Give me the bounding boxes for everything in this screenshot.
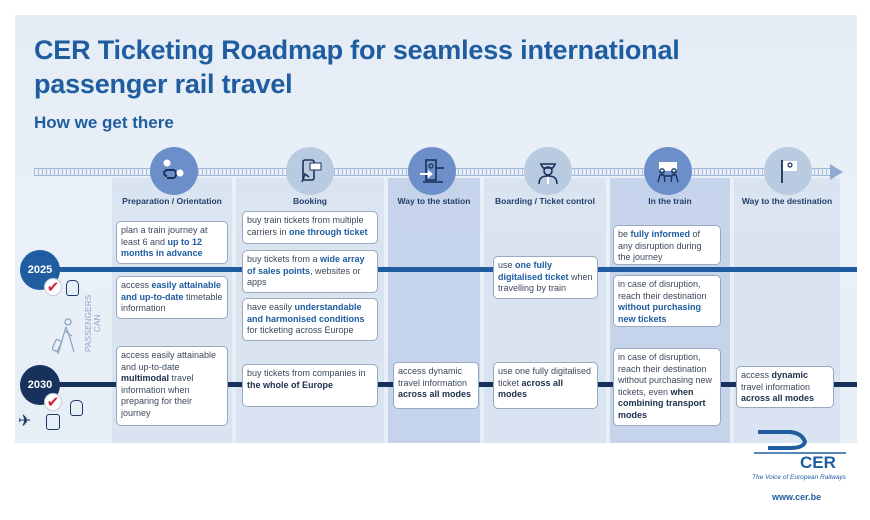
cer-website-link[interactable]: www.cer.be — [772, 492, 822, 502]
page-title: CER Ticketing Roadmap for seamless inter… — [34, 35, 680, 99]
card-whole-europe: buy tickets from companies in the whole … — [242, 364, 378, 407]
stage-label-boarding: Boarding / Ticket control — [495, 196, 595, 206]
stage-label-in-train: In the train — [648, 196, 692, 206]
card-disruption-no-purchase: in case of disruption, reach their desti… — [613, 275, 721, 327]
passengers-seated-icon — [644, 147, 692, 195]
card-sales-points: buy tickets from a wide array of sales p… — [242, 250, 378, 293]
bus-icon — [46, 414, 60, 430]
cer-tagline: The Voice of European Railways — [752, 474, 847, 481]
passengers-can-label: PASSENGERS CAN — [84, 294, 102, 352]
plane-icon: ✈ — [18, 413, 32, 430]
card-plan-journey: plan a train journey at least 6 and up t… — [116, 221, 228, 264]
can-label: CAN — [93, 314, 102, 333]
page-subtitle: How we get there — [34, 113, 174, 132]
card-multimodal-info: access easily attainable and up-to-date … — [116, 346, 228, 426]
route-pins-icon — [150, 147, 198, 195]
cer-logo-text: CER — [800, 453, 836, 472]
card-dynamic-info-station: access dynamic travel information across… — [393, 362, 479, 409]
stage-label-booking: Booking — [293, 196, 327, 206]
train-icon — [70, 400, 83, 416]
train-icon — [66, 280, 79, 296]
stage-label-preparation: Preparation / Orientation — [122, 196, 222, 206]
card-harmonised-conditions: have easily understandable and harmonise… — [242, 298, 378, 341]
timeline-2025 — [40, 267, 857, 272]
checkmark-icon: ✔ — [44, 278, 62, 296]
station-arrow-icon — [408, 147, 456, 195]
track-arrow-icon — [830, 164, 843, 180]
checkmark-icon: ✔ — [44, 393, 62, 411]
stage-label-way-to-station: Way to the station — [397, 196, 471, 206]
flag-pin-icon — [764, 147, 812, 195]
phone-ticket-icon — [286, 147, 334, 195]
stage-label-way-to-destination: Way to the destination — [741, 196, 833, 206]
card-fully-informed: be fully informed of any disruption duri… — [613, 225, 721, 265]
conductor-icon — [524, 147, 572, 195]
card-disruption-multimodal: in case of disruption, reach their desti… — [613, 348, 721, 426]
card-digital-ticket-all-modes: use one fully digitalised ticket across … — [493, 362, 598, 409]
cer-logo-icon — [750, 428, 850, 488]
card-dynamic-info-destination: access dynamic travel information across… — [736, 366, 834, 408]
card-digital-ticket: use one fully digitalised ticket when tr… — [493, 256, 598, 299]
walking-passenger-icon — [50, 318, 80, 356]
card-timetable-info: access easily attainable and up-to-date … — [116, 276, 228, 319]
card-through-ticket: buy train tickets from multiple carriers… — [242, 211, 378, 244]
passengers-label: PASSENGERS — [84, 294, 93, 352]
